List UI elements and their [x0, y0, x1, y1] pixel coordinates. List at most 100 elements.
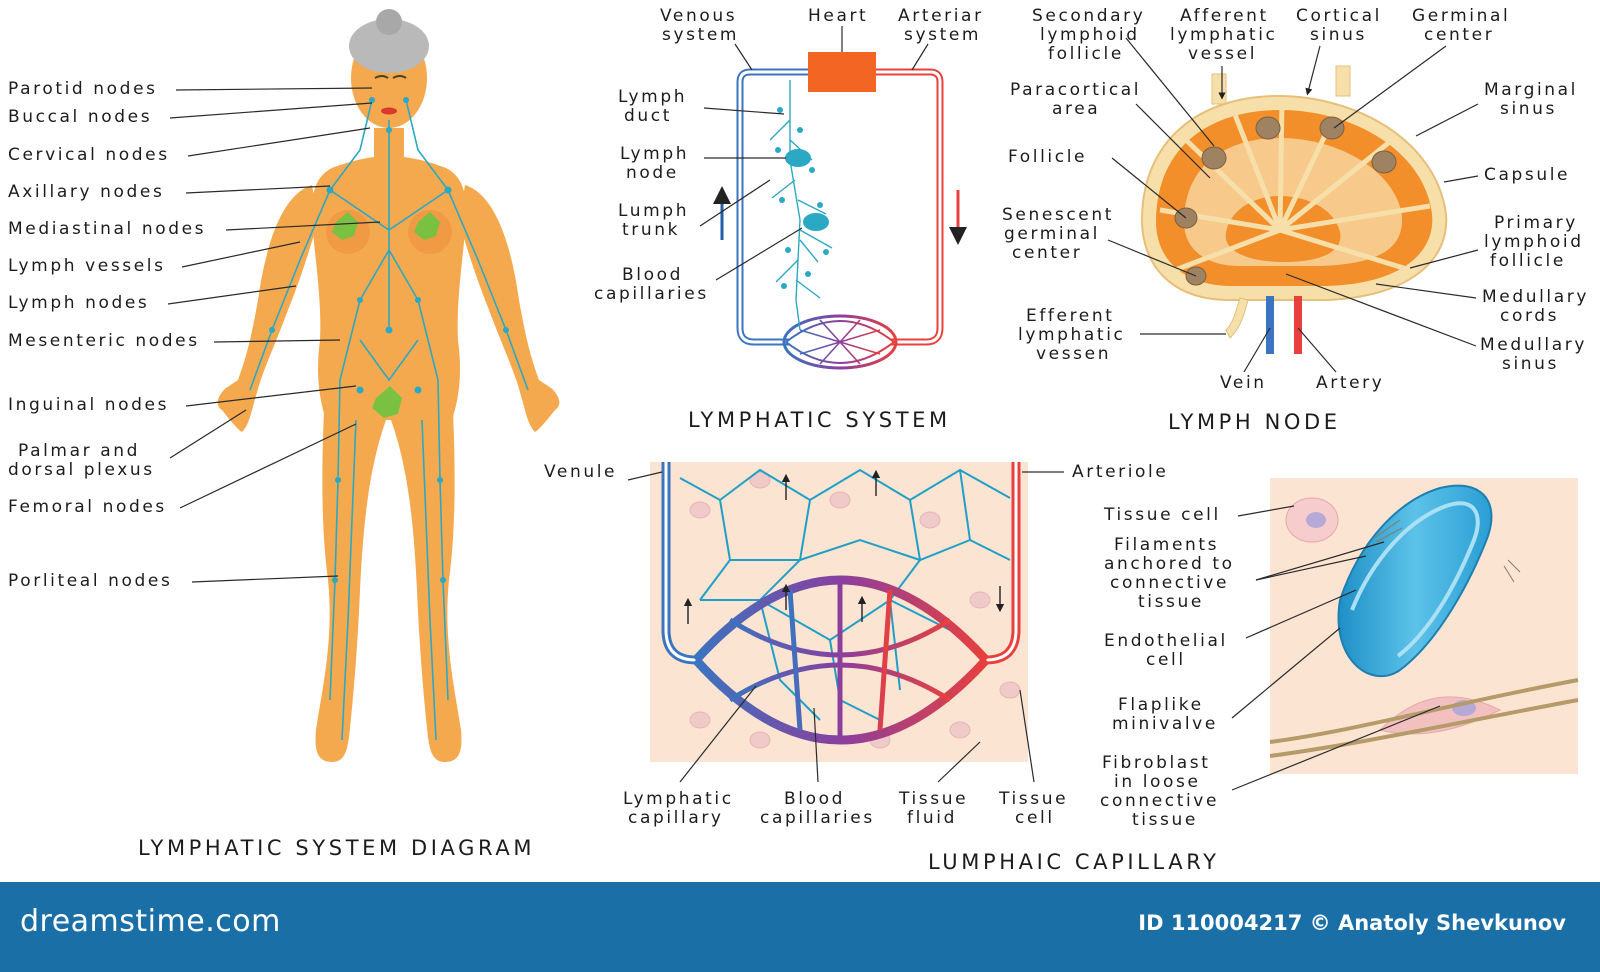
label-lymph-duct: Lymph: [618, 87, 687, 107]
label-tissue-fluid: Tissue: [898, 789, 968, 809]
label-endothelial-cell: cell: [1146, 650, 1186, 670]
title-lymph-node: LYMPH NODE: [1168, 410, 1341, 434]
label-tissue-cell-2: Tissue: [998, 789, 1068, 809]
body-labels: Parotid nodes Buccal nodes Cervical node…: [8, 79, 206, 591]
label-primary-lymphoid: lymphoid: [1484, 232, 1584, 252]
capillary-detail-panel: [1269, 478, 1579, 774]
label-tissue-1: tissue: [1138, 592, 1204, 612]
dreamstime-logo[interactable]: dreamstime.com: [20, 904, 281, 939]
label-germinal: Germinal: [1412, 6, 1510, 26]
label-lymphatic: Lymphatic: [623, 789, 734, 809]
label-in-loose: in loose: [1114, 772, 1201, 792]
label-germinal-center: center: [1424, 25, 1494, 45]
label-cortical: Cortical: [1296, 6, 1382, 26]
label-mediastinal-nodes: Mediastinal nodes: [8, 219, 206, 239]
label-cortical-sinus: sinus: [1310, 25, 1367, 45]
illustration-canvas: Parotid nodes Buccal nodes Cervical node…: [8, 6, 1589, 874]
label-fibroblast: Fibroblast: [1102, 753, 1211, 773]
heart-block: [808, 52, 876, 92]
label-cords: cords: [1500, 306, 1559, 326]
label-cell-2: cell: [1015, 808, 1055, 828]
label-node: node: [626, 163, 679, 183]
body-leader-lines: [167, 87, 381, 583]
system-labels: Venous system Heart Arteriar system Lymp…: [594, 6, 984, 304]
label-lymph-nodes: Lymph nodes: [8, 293, 149, 313]
label-palmar-and: Palmar and: [18, 441, 140, 461]
label-senescent-center: center: [1012, 243, 1082, 263]
label-secondary: Secondary: [1032, 6, 1145, 26]
label-buccal-nodes: Buccal nodes: [8, 107, 152, 127]
lymphatic-system-loop: [713, 52, 967, 370]
label-efferent: Efferent: [1026, 306, 1115, 326]
label-capsule: Capsule: [1484, 165, 1570, 185]
lymphatic-capillary-network: [679, 468, 1011, 721]
label-capillary: capillary: [628, 808, 724, 828]
label-blood-2: Blood: [784, 789, 845, 809]
label-trunk: trunk: [622, 220, 680, 240]
node-labels: Secondary lymphoid follicle Afferent lym…: [1002, 6, 1589, 393]
label-lymph-vessels: Lymph vessels: [8, 256, 166, 276]
label-primary: Primary: [1494, 213, 1578, 233]
label-fluid: fluid: [907, 808, 957, 828]
image-credit: ID 110004217 © Anatoly Shevkunov: [1138, 911, 1566, 935]
capillary-leader-lines: [627, 471, 1064, 783]
lymph-node-blob: [803, 213, 829, 231]
detail-labels: Tissue cell Filaments anchored to connec…: [1100, 505, 1235, 830]
label-paracortical: Paracortical: [1010, 80, 1141, 100]
label-filaments: Filaments: [1114, 535, 1219, 555]
label-blood-capillaries: capillaries: [594, 284, 709, 304]
label-lumph-trunk: Lumph: [618, 201, 689, 221]
label-tissue-cell: Tissue cell: [1103, 505, 1221, 525]
label-axillary-nodes: Axillary nodes: [8, 182, 164, 202]
label-marginal-sinus: sinus: [1500, 99, 1557, 119]
label-medullary-cords: Medullary: [1482, 287, 1589, 307]
label-follicle: Follicle: [1008, 147, 1087, 167]
label-venous: Venous: [660, 6, 737, 26]
label-senescent-germinal: germinal: [1004, 224, 1100, 244]
label-afferent: Afferent: [1180, 6, 1269, 26]
label-sinus: sinus: [1502, 354, 1559, 374]
label-parotid-nodes: Parotid nodes: [8, 79, 158, 99]
label-senescent: Senescent: [1002, 205, 1114, 225]
lymph-node-blob: [785, 149, 811, 167]
human-body-figure: [217, 9, 560, 762]
label-secondary-lymphoid: lymphoid: [1040, 25, 1140, 45]
label-afferent-lymphatic: lymphatic: [1170, 25, 1277, 45]
label-duct: duct: [624, 106, 672, 126]
label-inguinal-nodes: Inguinal nodes: [8, 395, 169, 415]
label-arterial-system: system: [904, 25, 981, 45]
label-connective-2: connective: [1100, 791, 1219, 811]
label-anchored-to: anchored to: [1104, 554, 1235, 574]
label-primary-follicle: follicle: [1490, 251, 1566, 271]
label-arterial: Arteriar: [898, 6, 984, 26]
detail-leader-lines: [1231, 505, 1441, 791]
label-connective: connective: [1110, 573, 1229, 593]
node-leader-lines: [1107, 37, 1479, 373]
label-porliteal-nodes: Porliteal nodes: [8, 571, 172, 591]
label-venous-system: system: [662, 25, 739, 45]
label-medullary-sinus: Medullary: [1480, 335, 1587, 355]
label-dorsal-plexus: dorsal plexus: [8, 460, 155, 480]
footer-bar: dreamstime.com ID 110004217 © Anatoly Sh…: [0, 882, 1600, 972]
label-mesenteric-nodes: Mesenteric nodes: [8, 331, 200, 351]
title-lymphatic-capillary: LUMPHAIC CAPILLARY: [928, 850, 1220, 874]
label-endothelial: Endothelial: [1104, 631, 1228, 651]
title-lymphatic-system: LYMPHATIC SYSTEM: [688, 408, 951, 432]
label-paracortical-area: area: [1052, 99, 1100, 119]
label-efferent-lymphatic: lymphatic: [1018, 325, 1125, 345]
lymph-node-cross-section: [1140, 65, 1448, 354]
capillary-labels: Venule Arteriole Lymphatic capillary Blo…: [544, 462, 1168, 828]
title-body-diagram: LYMPHATIC SYSTEM DIAGRAM: [138, 836, 535, 860]
label-cervical-nodes: Cervical nodes: [8, 145, 170, 165]
label-lymph-node: Lymph: [620, 144, 689, 164]
lymphatic-vessel-tube: [1337, 484, 1493, 678]
label-artery: Artery: [1316, 373, 1384, 393]
label-arteriole: Arteriole: [1072, 462, 1168, 482]
label-venule: Venule: [544, 462, 617, 482]
label-tissue-2: tissue: [1132, 810, 1198, 830]
capillary-bed-panel: [650, 462, 1028, 762]
label-minivalve: minivalve: [1112, 714, 1218, 734]
label-vein: Vein: [1220, 373, 1267, 393]
label-blood-capillaries-2: capillaries: [760, 808, 875, 828]
label-afferent-vessel: vessel: [1188, 44, 1257, 64]
